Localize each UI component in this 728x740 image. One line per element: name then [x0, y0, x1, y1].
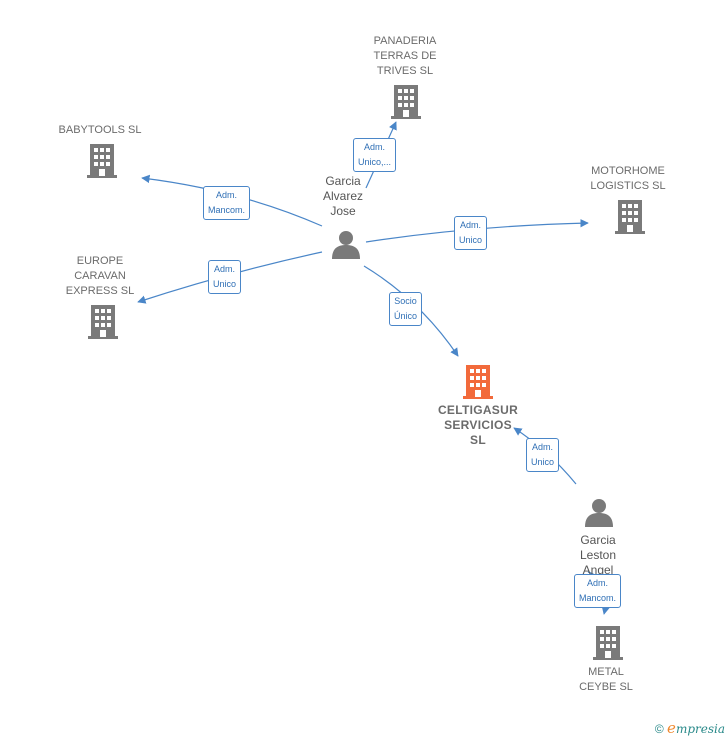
- edge-label-adm-unico-motorhome[interactable]: Adm. Unico: [454, 216, 488, 250]
- edge-label-adm-mancom-babytools[interactable]: Adm. Mancom.: [203, 186, 251, 220]
- garcia-leston-label[interactable]: Garcia Leston Angel: [579, 533, 617, 577]
- babytools-building-icon[interactable]: [87, 144, 117, 178]
- panaderia-label[interactable]: PANADERIA TERRAS DE TRIVES SL: [373, 35, 437, 77]
- garcia-alvarez-label[interactable]: Garcia Alvarez Jose: [322, 174, 363, 218]
- edge-label-adm-mancom-metal[interactable]: Adm. Mancom.: [574, 574, 622, 608]
- metal-building-icon[interactable]: [593, 626, 623, 660]
- edge-label-adm-unico-panaderia[interactable]: Adm. Unico,...: [353, 138, 397, 172]
- edge-label-socio-unico-celtigasur[interactable]: Socio Único: [389, 292, 423, 326]
- europe-building-icon[interactable]: [88, 305, 118, 339]
- garcia-alvarez-person-icon[interactable]: [332, 231, 360, 259]
- celtigasur-building-icon[interactable]: [463, 365, 493, 399]
- empresia-logo[interactable]: © empresia: [655, 719, 725, 737]
- europe-label[interactable]: EUROPE CARAVAN EXPRESS SL: [65, 255, 135, 297]
- motorhome-building-icon[interactable]: [615, 200, 645, 234]
- babytools-label[interactable]: BABYTOOLS SL: [58, 124, 142, 136]
- metal-label[interactable]: METAL CEYBE SL: [579, 666, 633, 693]
- edge-label-adm-unico-europe[interactable]: Adm. Unico: [208, 260, 242, 294]
- celtigasur-label[interactable]: CELTIGASUR SERVICIOS SL: [437, 403, 519, 447]
- copyright-symbol: ©: [654, 722, 664, 736]
- motorhome-label[interactable]: MOTORHOME LOGISTICS SL: [590, 165, 666, 192]
- brand-name: mpresia: [675, 722, 725, 736]
- edge-label-adm-unico-celtigasur[interactable]: Adm. Unico: [526, 438, 560, 472]
- garcia-leston-person-icon[interactable]: [585, 499, 613, 527]
- panaderia-building-icon[interactable]: [391, 85, 421, 119]
- brand-initial: e: [667, 719, 676, 737]
